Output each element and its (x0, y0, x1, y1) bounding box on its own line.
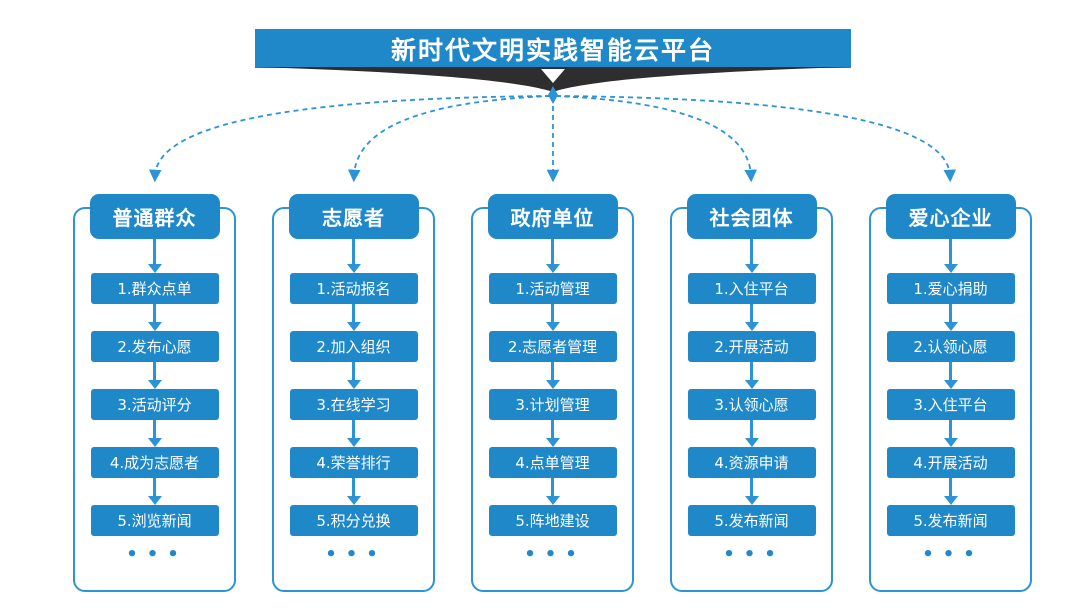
down-arrow-icon (545, 304, 560, 331)
down-arrow-icon (744, 362, 759, 389)
step-box: 2.志愿者管理 (488, 331, 617, 362)
step-box: 4.荣誉排行 (289, 447, 418, 478)
chevron-down-icon (541, 69, 565, 83)
step-box: 2.发布心愿 (90, 331, 219, 362)
step-box: 4.点单管理 (488, 447, 617, 478)
column-header: 政府单位 (487, 194, 618, 239)
column-ordinary-public: 普通群众 1.群众点单 2.发布心愿 3.活动评分 4.成为志愿者 5.浏览新闻… (73, 194, 236, 592)
step-box: 5.发布新闻 (687, 505, 816, 536)
ellipsis-dots: ••• (325, 544, 387, 565)
step-box: 1.活动报名 (289, 273, 418, 304)
step-box: 5.发布新闻 (886, 505, 1015, 536)
down-arrow-icon (943, 239, 958, 273)
column-social-group: 社会团体 1.入住平台 2.开展活动 3.认领心愿 4.资源申请 5.发布新闻 … (670, 194, 833, 592)
step-box: 2.加入组织 (289, 331, 418, 362)
step-box: 4.开展活动 (886, 447, 1015, 478)
down-arrow-icon (147, 478, 162, 505)
dashed-connector (347, 95, 552, 183)
down-arrow-icon (943, 478, 958, 505)
ribbon-shape (255, 67, 851, 91)
down-arrow-icon (545, 239, 560, 273)
step-box: 3.活动评分 (90, 389, 219, 420)
down-arrow-icon (545, 362, 560, 389)
step-box: 3.入住平台 (886, 389, 1015, 420)
down-arrow-icon (346, 239, 361, 273)
step-box: 4.成为志愿者 (90, 447, 219, 478)
step-box: 5.阵地建设 (488, 505, 617, 536)
column-header: 社会团体 (686, 194, 817, 239)
down-arrow-icon (943, 304, 958, 331)
down-arrow-icon (744, 478, 759, 505)
down-arrow-icon (147, 420, 162, 447)
column-enterprise: 爱心企业 1.爱心捐助 2.认领心愿 3.入住平台 4.开展活动 5.发布新闻 … (869, 194, 1032, 592)
down-arrow-icon (744, 420, 759, 447)
down-arrow-icon (346, 420, 361, 447)
step-box: 1.活动管理 (488, 273, 617, 304)
column-volunteer: 志愿者 1.活动报名 2.加入组织 3.在线学习 4.荣誉排行 5.积分兑换 •… (272, 194, 435, 592)
platform-title-banner: 新时代文明实践智能云平台 (255, 29, 851, 68)
dashed-connector (555, 95, 957, 183)
ellipsis-dots: ••• (126, 544, 188, 565)
step-box: 3.计划管理 (488, 389, 617, 420)
dashed-connector (554, 95, 758, 183)
down-arrow-icon (346, 304, 361, 331)
diagram-title: 新时代文明实践智能云平台 (390, 35, 715, 65)
step-box: 1.入住平台 (687, 273, 816, 304)
step-box: 1.爱心捐助 (886, 273, 1015, 304)
step-box: 4.资源申请 (687, 447, 816, 478)
down-arrow-icon (147, 304, 162, 331)
ellipsis-dots: ••• (922, 544, 984, 565)
column-header: 普通群众 (89, 194, 220, 239)
down-arrow-icon (943, 420, 958, 447)
step-box: 5.浏览新闻 (90, 505, 219, 536)
step-box: 1.群众点单 (90, 273, 219, 304)
down-arrow-icon (545, 478, 560, 505)
down-arrow-icon (943, 362, 958, 389)
step-box: 2.认领心愿 (886, 331, 1015, 362)
down-arrow-icon (744, 239, 759, 273)
down-arrow-icon (147, 239, 162, 273)
step-box: 2.开展活动 (687, 331, 816, 362)
column-header: 爱心企业 (885, 194, 1016, 239)
ellipsis-dots: ••• (524, 544, 586, 565)
dashed-connector (148, 95, 551, 183)
column-government: 政府单位 1.活动管理 2.志愿者管理 3.计划管理 4.点单管理 5.阵地建设… (471, 194, 634, 592)
down-arrow-icon (744, 304, 759, 331)
ellipsis-dots: ••• (723, 544, 785, 565)
step-box: 5.积分兑换 (289, 505, 418, 536)
step-box: 3.认领心愿 (687, 389, 816, 420)
column-header: 志愿者 (288, 194, 419, 239)
down-arrow-icon (147, 362, 162, 389)
step-box: 3.在线学习 (289, 389, 418, 420)
down-arrow-icon (545, 420, 560, 447)
down-arrow-icon (346, 478, 361, 505)
down-arrow-icon (346, 362, 361, 389)
